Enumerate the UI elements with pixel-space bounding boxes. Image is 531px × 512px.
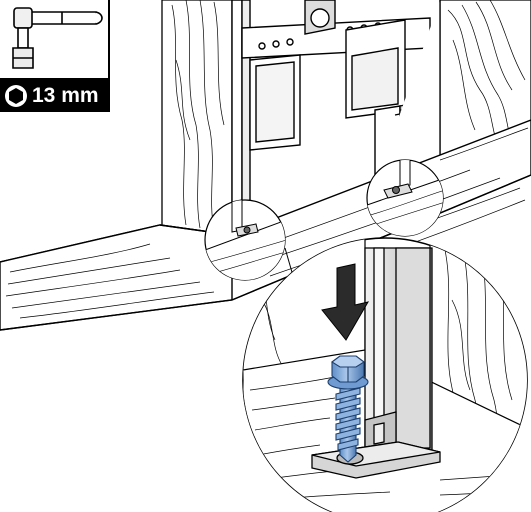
zoom-detail [242,237,528,512]
socket-wrench-icon [12,7,103,69]
socket-size-label: 13 mm [32,84,99,107]
detail-circle-left [204,199,286,281]
tool-panel [0,0,110,80]
wall-studs [161,0,531,236]
insert-direction-arrow [321,263,370,341]
tool-badge: 13 mm [0,0,112,112]
hex-nut-icon [5,85,27,107]
socket-size-strip: 13 mm [0,80,110,112]
concrete-screw [327,355,369,463]
detail-circle-right [366,159,444,237]
